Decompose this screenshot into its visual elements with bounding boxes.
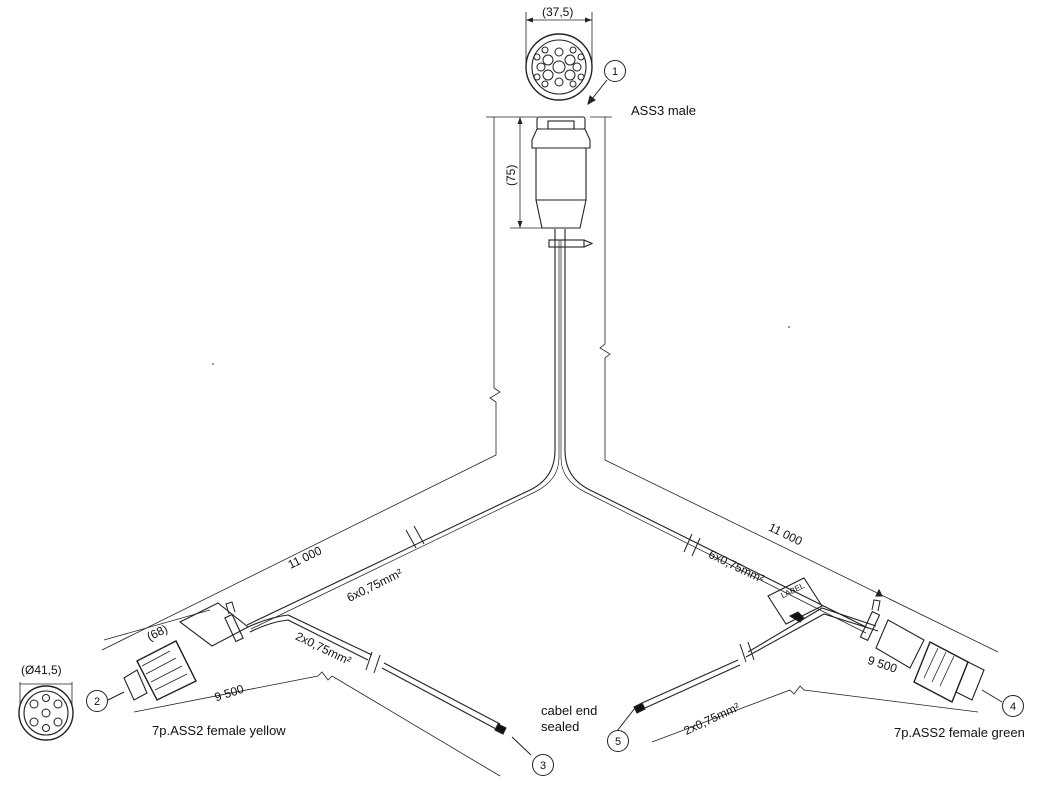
top-length-dimension-label: (75) bbox=[504, 164, 518, 186]
callout-1: 1 bbox=[604, 60, 626, 82]
left-connector-dimension bbox=[103, 609, 211, 641]
cable-breaks bbox=[365, 525, 755, 674]
right-connector-assembly bbox=[859, 588, 985, 703]
callout-leaders bbox=[107, 79, 1003, 756]
stray-marks bbox=[212, 326, 790, 365]
callout-4: 4 bbox=[1002, 695, 1024, 717]
label-tag bbox=[767, 577, 823, 625]
ass3-male-connector bbox=[531, 116, 591, 229]
top-cable-tie bbox=[548, 239, 594, 248]
cable-end-label-line1: cabel end bbox=[541, 703, 598, 718]
ass3-male-label: ASS3 male bbox=[631, 103, 697, 118]
callout-3: 3 bbox=[532, 754, 554, 776]
female-yellow-label: 7p.ASS2 female yellow bbox=[152, 723, 286, 738]
right-overall-dimension bbox=[590, 116, 999, 653]
ass2-end-view bbox=[18, 682, 74, 741]
left-branch-dimension bbox=[133, 671, 501, 777]
main-trunk-cable bbox=[246, 229, 869, 634]
left-branch-cable bbox=[247, 614, 507, 735]
right-branch-cable bbox=[633, 607, 879, 714]
female-green-label: 7p.ASS2 female green bbox=[894, 725, 1025, 740]
callout-5: 5 bbox=[607, 730, 629, 752]
left-diameter-label: (Ø41,5) bbox=[21, 663, 62, 677]
right-branch-dimension bbox=[651, 685, 979, 743]
top-width-dimension-label: (37,5) bbox=[542, 5, 574, 19]
top-length-dimension bbox=[486, 116, 545, 229]
cable-end-label-line2: sealed bbox=[541, 719, 580, 734]
callout-2: 2 bbox=[86, 690, 108, 712]
left-overall-dimension bbox=[101, 117, 501, 651]
ass3-end-view bbox=[525, 12, 593, 101]
